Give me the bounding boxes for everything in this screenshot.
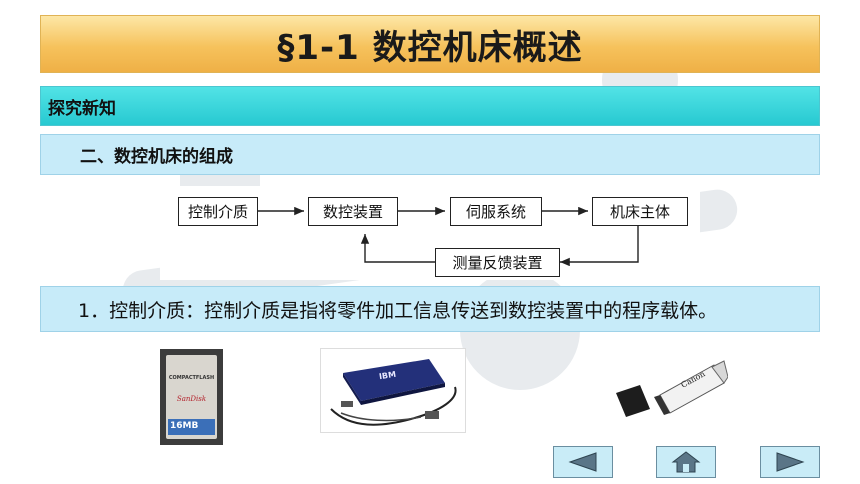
node-nc-device: 数控装置 xyxy=(308,197,398,226)
info-panel: 1．控制介质：控制介质是指将零件加工信息传送到数控装置中的程序载体。 xyxy=(40,286,820,332)
info-text: 1．控制介质：控制介质是指将零件加工信息传送到数控装置中的程序载体。 xyxy=(78,299,718,322)
hard-drive-drawing xyxy=(330,359,457,426)
right-arrow-icon xyxy=(776,452,805,472)
cf-capacity: 16MB xyxy=(170,421,199,431)
subheader-bar: 探究新知 xyxy=(40,86,820,126)
flowchart-arrows xyxy=(258,206,639,267)
title-bar: §1-1 数控机床概述 xyxy=(40,15,820,73)
home-button[interactable] xyxy=(656,446,716,478)
node-servo-system: 伺服系统 xyxy=(450,197,542,226)
section-heading-bar: 二、数控机床的组成 xyxy=(40,134,820,175)
left-arrow-icon xyxy=(568,452,597,472)
external-hard-drive-image: IBM xyxy=(320,348,466,433)
cf-brand-line1: COMPACTFLASH xyxy=(168,375,215,381)
composition-flowchart: 控制介质 数控装置 伺服系统 机床主体 测量反馈装置 xyxy=(160,186,700,280)
next-button[interactable] xyxy=(760,446,820,478)
page-title: §1-1 数控机床概述 xyxy=(277,27,583,68)
cf-card-image: COMPACTFLASH SanDisk 16MB xyxy=(160,349,223,445)
home-icon xyxy=(671,451,701,473)
node-control-medium: 控制介质 xyxy=(178,197,258,226)
subheader-label: 探究新知 xyxy=(48,98,116,119)
cf-brand-line2: SanDisk xyxy=(176,395,207,403)
usb-drive-drawing xyxy=(616,360,729,417)
usb-drive-image: Canon xyxy=(612,357,729,418)
arrow-body-to-feedback xyxy=(560,226,639,267)
node-machine-body: 机床主体 xyxy=(592,197,688,226)
node-feedback-device: 测量反馈装置 xyxy=(435,248,560,277)
prev-button[interactable] xyxy=(553,446,613,478)
arrow-feedback-to-nc xyxy=(360,234,435,263)
section-title: 二、数控机床的组成 xyxy=(80,147,233,167)
